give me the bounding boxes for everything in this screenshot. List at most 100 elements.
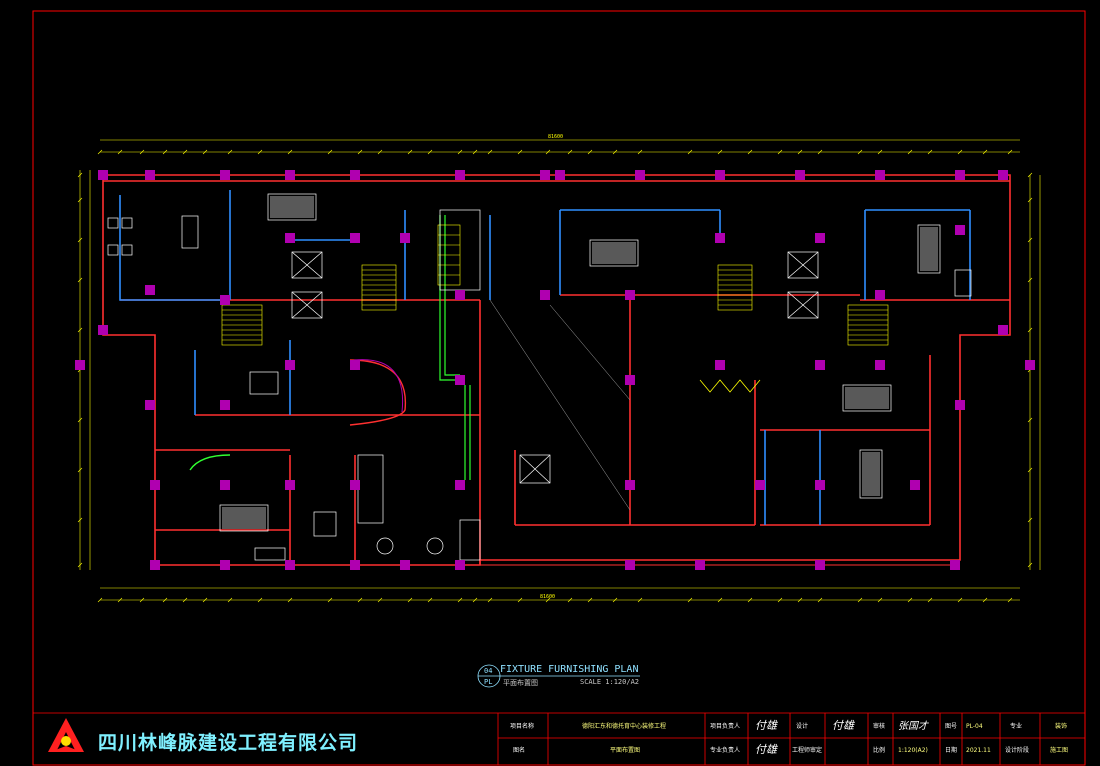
- plan-title: FIXTURE FURNISHING PLAN: [500, 664, 639, 675]
- ratio-label: 比例: [873, 746, 885, 754]
- column: [555, 170, 565, 180]
- dim-tick: [77, 197, 83, 203]
- column: [815, 560, 825, 570]
- dim-tick: [927, 597, 933, 603]
- dim-tick: [857, 149, 863, 155]
- column: [635, 170, 645, 180]
- dim-tick: [139, 597, 145, 603]
- column: [285, 233, 295, 243]
- column: [145, 170, 155, 180]
- dim-tick: [612, 149, 618, 155]
- dim-tick: [817, 597, 823, 603]
- stage-label: 设计阶段: [1005, 746, 1029, 754]
- column: [955, 170, 965, 180]
- dim-tick: [77, 467, 83, 473]
- column: [715, 360, 725, 370]
- overall-dim-bottom: 81600: [540, 594, 555, 600]
- column: [455, 290, 465, 300]
- dim-tick: [227, 597, 233, 603]
- dim-tick: [817, 149, 823, 155]
- dim-tick: [407, 149, 413, 155]
- date-label: 日期: [945, 746, 957, 754]
- column: [695, 560, 705, 570]
- drawing-no: PL-04: [966, 723, 983, 730]
- section-line-2: [549, 304, 631, 401]
- column: [145, 285, 155, 295]
- dim-tick: [747, 149, 753, 155]
- drawing-no-label: 图号: [945, 723, 957, 730]
- stage-value: 施工图: [1050, 746, 1068, 754]
- drafter-label: 工程师审定: [792, 746, 822, 754]
- column: [625, 290, 635, 300]
- dim-tick: [182, 149, 188, 155]
- drawing-name: 平面布置图: [610, 746, 640, 754]
- signature-3: 付雄: [832, 719, 856, 732]
- dim-tick: [517, 597, 523, 603]
- column: [350, 360, 360, 370]
- column: [875, 170, 885, 180]
- section-line: [489, 299, 631, 511]
- column: [285, 480, 295, 490]
- column: [220, 295, 230, 305]
- column: [220, 170, 230, 180]
- dim-tick: [427, 597, 433, 603]
- dim-tick: [287, 149, 293, 155]
- dim-tick: [637, 149, 643, 155]
- dim-tick: [202, 597, 208, 603]
- dim-tick: [162, 597, 168, 603]
- dim-tick: [202, 149, 208, 155]
- dim-tick: [1027, 277, 1033, 283]
- dim-tick: [1027, 237, 1033, 243]
- dim-tick: [957, 597, 963, 603]
- column: [285, 360, 295, 370]
- dim-tick: [637, 597, 643, 603]
- dim-tick: [407, 597, 413, 603]
- dim-tick: [77, 417, 83, 423]
- dim-tick: [587, 149, 593, 155]
- furniture: [107, 193, 972, 561]
- dim-tick: [545, 149, 551, 155]
- index-top: 04: [484, 667, 492, 675]
- column: [955, 400, 965, 410]
- dim-tick: [257, 149, 263, 155]
- column: [150, 480, 160, 490]
- column: [455, 560, 465, 570]
- dim-tick: [957, 149, 963, 155]
- column: [285, 560, 295, 570]
- curved-glass: [353, 359, 404, 413]
- major-value: 装饰: [1055, 722, 1067, 730]
- dim-tick: [357, 597, 363, 603]
- dim-tick: [487, 597, 493, 603]
- dim-tick: [517, 149, 523, 155]
- dim-tick: [1027, 172, 1033, 178]
- dim-tick: [1027, 467, 1033, 473]
- desk-hatch: [222, 196, 938, 529]
- column: [998, 325, 1008, 335]
- dim-tick: [1027, 562, 1033, 568]
- dim-tick: [472, 149, 478, 155]
- dim-tick: [907, 597, 913, 603]
- column: [400, 233, 410, 243]
- dim-tick: [777, 597, 783, 603]
- column: [98, 170, 108, 180]
- column: [220, 400, 230, 410]
- curved-wall: [349, 359, 407, 426]
- column: [1025, 360, 1035, 370]
- major-label: 专业: [1010, 722, 1022, 730]
- dim-tick: [1007, 597, 1013, 603]
- column: [625, 480, 635, 490]
- dim-tick: [427, 149, 433, 155]
- dim-tick: [457, 597, 463, 603]
- dim-tick: [1027, 197, 1033, 203]
- green-curve: [189, 454, 231, 471]
- column: [350, 233, 360, 243]
- dim-tick: [472, 597, 478, 603]
- dim-tick: [687, 149, 693, 155]
- dim-tick: [257, 597, 263, 603]
- column: [795, 170, 805, 180]
- dim-tick: [117, 597, 123, 603]
- signature-1: 付雄: [755, 719, 779, 732]
- dim-tick: [227, 149, 233, 155]
- date-value: 2021.11: [966, 747, 991, 754]
